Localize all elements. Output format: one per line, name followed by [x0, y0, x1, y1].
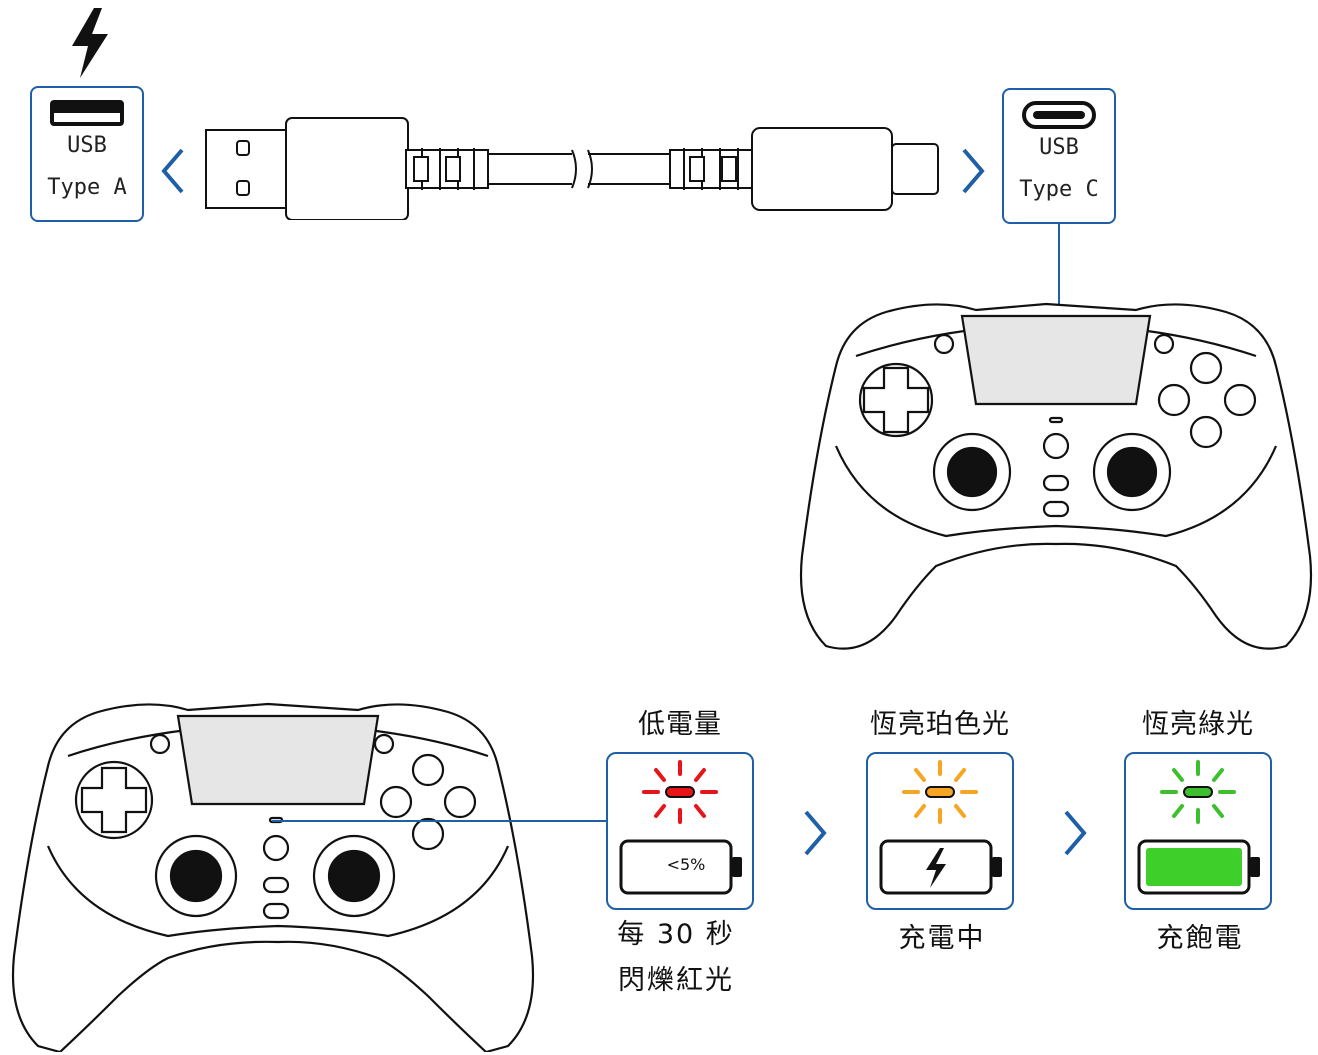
state-title-full: 恆亮綠光 — [1142, 709, 1254, 740]
led-red-icon — [642, 760, 718, 824]
battery-percentage: <5% — [666, 855, 706, 874]
led-connector-line — [272, 820, 610, 822]
state-desc-low-battery: 每 30 秒 閃爍紅光 — [586, 912, 766, 1004]
battery-full-icon — [1137, 839, 1260, 895]
state-box-full — [1124, 752, 1272, 910]
battery-charging-icon — [879, 839, 1002, 895]
led-amber-icon — [902, 760, 978, 824]
state-title-charging: 恆亮珀色光 — [870, 709, 1010, 740]
usb-cable-illustration — [205, 117, 939, 220]
state-box-charging — [866, 752, 1014, 910]
state-desc-line1: 每 30 秒 — [617, 919, 735, 950]
usb-c-port-icon — [1022, 101, 1096, 129]
state-desc-line2: 閃爍紅光 — [618, 965, 734, 996]
usb-a-port-icon — [50, 100, 124, 126]
chevron-left-icon — [161, 148, 184, 194]
usb-type-a-label: USB Type A — [30, 86, 144, 222]
chevron-right-icon — [1064, 810, 1087, 856]
chevron-right-icon — [962, 148, 985, 194]
battery-icon — [619, 839, 742, 895]
lightning-icon — [72, 8, 108, 78]
state-title-low-battery: 低電量 — [638, 709, 722, 740]
state-desc-full: 充飽電 — [1156, 923, 1244, 954]
usb-type-c-label: USB Type C — [1002, 88, 1116, 224]
usb-a-line1: USB — [67, 133, 107, 158]
controller-illustration — [799, 302, 1313, 650]
usb-c-line1: USB — [1039, 135, 1079, 160]
usb-a-line2: Type A — [47, 175, 127, 200]
chevron-right-icon — [804, 810, 827, 856]
controller-illustration-status — [11, 702, 535, 1052]
connector-line — [1058, 224, 1060, 312]
state-box-low-battery: <5% — [606, 752, 754, 910]
led-green-icon — [1160, 760, 1236, 824]
usb-c-line2: Type C — [1019, 177, 1099, 202]
state-desc-charging: 充電中 — [898, 923, 986, 954]
